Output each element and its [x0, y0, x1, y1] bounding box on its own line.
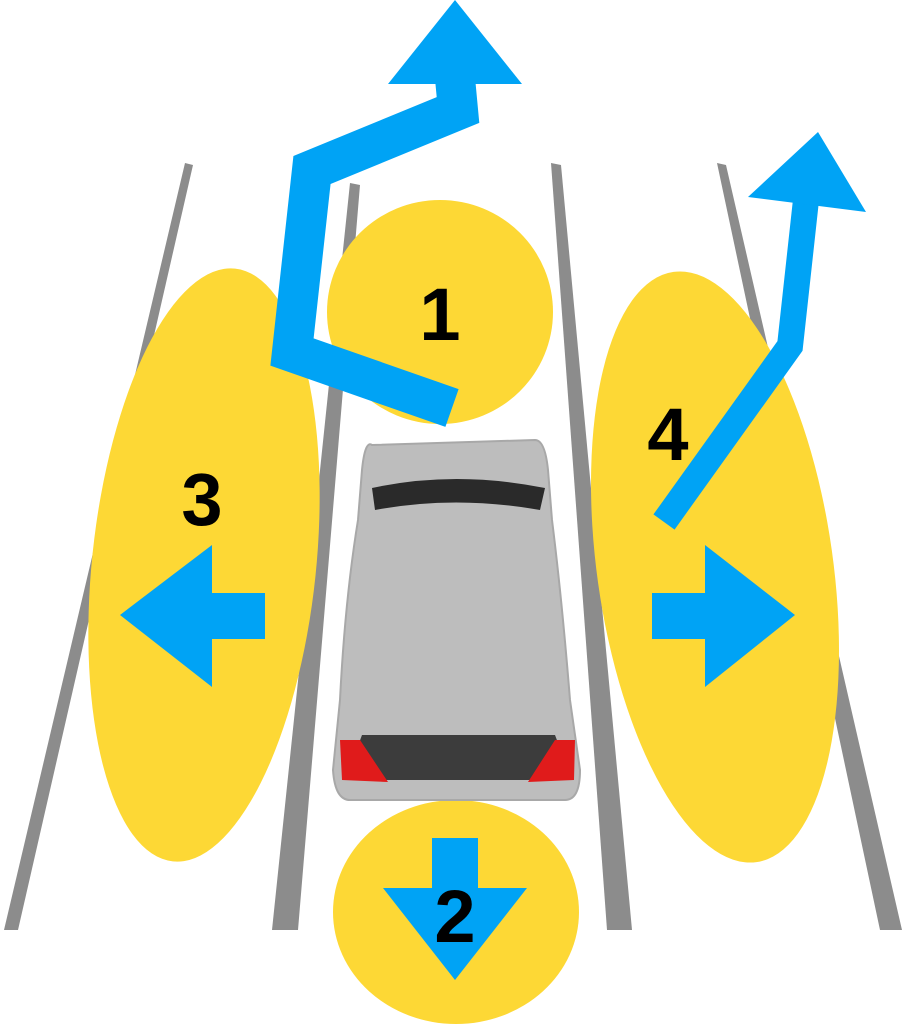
arrow-down [383, 838, 527, 980]
tail-light-right [528, 740, 575, 782]
car [331, 438, 582, 801]
arrow-right [652, 545, 795, 687]
arrow-left [120, 545, 265, 687]
tail-light-left [340, 740, 388, 782]
zone-4-label: 4 [647, 393, 688, 476]
arrow-forward-swerve [270, 0, 522, 427]
zone-1-label: 1 [419, 273, 460, 356]
lane-line-inner-right [551, 163, 632, 930]
zone-2-label: 2 [434, 875, 475, 958]
zone-3-label: 3 [181, 458, 222, 541]
arrow-right-lane-change [653, 132, 866, 530]
